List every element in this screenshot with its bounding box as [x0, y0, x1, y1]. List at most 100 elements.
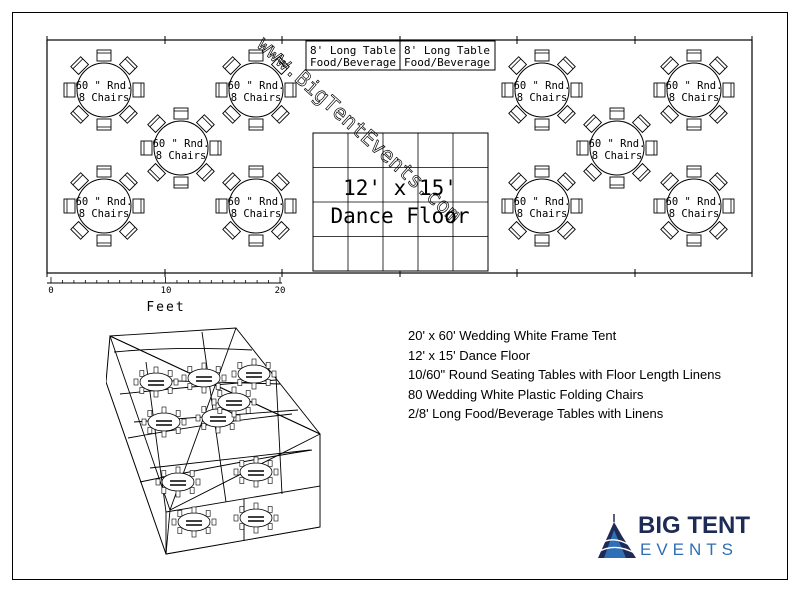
round-table: 60 " Rnd.8 Chairs [63, 165, 145, 247]
tent-3d-table [195, 402, 241, 434]
round-table-line2: 8 Chairs [517, 92, 568, 104]
chair [222, 56, 242, 76]
chair [631, 162, 651, 182]
chair [686, 234, 702, 247]
chair [660, 104, 680, 124]
chair [534, 234, 550, 247]
tent-3d-tables [133, 358, 279, 538]
round-table: 60 " Rnd.8 Chairs [576, 107, 658, 189]
chair [501, 82, 514, 98]
chair [132, 82, 145, 98]
round-table: 60 " Rnd.8 Chairs [501, 165, 583, 247]
chair [222, 220, 242, 240]
chair [576, 140, 589, 156]
round-table-line2: 8 Chairs [156, 150, 207, 162]
chair [284, 82, 297, 98]
chair [270, 56, 290, 76]
chair [63, 198, 76, 214]
chair [708, 56, 728, 76]
round-table-line1: 60 " Rnd. [76, 80, 133, 92]
tent-3d-table [233, 456, 279, 488]
round-table-line2: 8 Chairs [79, 208, 130, 220]
floor-plan: 8' Long Table Food/Beverage 8' Long Tabl… [46, 32, 753, 315]
chair [96, 234, 112, 247]
chair [556, 104, 576, 124]
chair [660, 56, 680, 76]
tent-3d-table [181, 362, 227, 394]
chair [70, 220, 90, 240]
page-frame [12, 12, 788, 580]
chair [660, 220, 680, 240]
round-table: 60 " Rnd.8 Chairs [215, 49, 297, 131]
chair [222, 172, 242, 192]
round-table: 60 " Rnd.8 Chairs [63, 49, 145, 131]
dance-floor-grid [312, 132, 489, 272]
round-table: 60 " Rnd.8 Chairs [501, 49, 583, 131]
chair [195, 114, 215, 134]
round-table-line2: 8 Chairs [231, 208, 282, 220]
chair [556, 172, 576, 192]
tent-3d-table [233, 502, 279, 534]
round-table-line2: 8 Chairs [79, 92, 130, 104]
scale-tick-20: 20 [275, 286, 286, 296]
chair [96, 49, 112, 62]
round-table-line1: 60 " Rnd. [666, 80, 723, 92]
dance-floor: 12' x 15' Dance Floor [312, 132, 489, 272]
chair [508, 220, 528, 240]
round-table-line1: 60 " Rnd. [228, 80, 285, 92]
food-table-2-line1: 8' Long Table [404, 44, 490, 57]
chair [508, 56, 528, 76]
chair [583, 114, 603, 134]
chair [653, 82, 666, 98]
round-table-line1: 60 " Rnd. [514, 196, 571, 208]
chair [270, 172, 290, 192]
chair [631, 114, 651, 134]
round-table-line1: 60 " Rnd. [666, 196, 723, 208]
chair [645, 140, 658, 156]
chair [660, 172, 680, 192]
food-table-2: 8' Long Table Food/Beverage [399, 40, 496, 71]
chair [556, 220, 576, 240]
scale-tick-0: 0 [48, 286, 53, 296]
chair [609, 176, 625, 189]
round-table-line1: 60 " Rnd. [589, 138, 646, 150]
chair [534, 165, 550, 178]
chair [508, 172, 528, 192]
dance-floor-label: Dance Floor [330, 204, 469, 228]
chair [96, 165, 112, 178]
chair [556, 56, 576, 76]
chair [147, 114, 167, 134]
chair [722, 82, 735, 98]
chair [215, 82, 228, 98]
tent-3d-table [231, 358, 277, 390]
round-table-line2: 8 Chairs [231, 92, 282, 104]
chair [284, 198, 297, 214]
spec-round-tables: 10/60" Round Seating Tables with Floor L… [408, 367, 721, 382]
chair [173, 176, 189, 189]
chair [70, 56, 90, 76]
food-table-1-line2: Food/Beverage [310, 56, 396, 69]
chair [708, 220, 728, 240]
round-table-line1: 60 " Rnd. [153, 138, 210, 150]
spec-chairs: 80 Wedding White Plastic Folding Chairs [408, 386, 644, 402]
tent-pole-marks [46, 36, 753, 277]
tent-specs: 20' x 60' Wedding White Frame Tent 12' x… [408, 326, 721, 424]
round-table: 60 " Rnd.8 Chairs [215, 165, 297, 247]
chair [209, 140, 222, 156]
round-table: 60 " Rnd.8 Chairs [653, 49, 735, 131]
chair [147, 162, 167, 182]
round-table-line2: 8 Chairs [669, 92, 720, 104]
tent-3d-table [141, 406, 187, 438]
chair [583, 162, 603, 182]
logo-line2: EVENTS [640, 540, 739, 559]
chair [501, 198, 514, 214]
tent-logo-icon [597, 514, 637, 558]
spec-tent: 20' x 60' Wedding White Frame Tent [408, 328, 617, 343]
round-table-line1: 60 " Rnd. [228, 196, 285, 208]
food-table-1: 8' Long Table Food/Beverage [305, 40, 401, 71]
round-table: 60 " Rnd.8 Chairs [653, 165, 735, 247]
scale-unit: Feet [146, 300, 185, 315]
tent-3d-table [171, 506, 217, 538]
chair [653, 198, 666, 214]
dance-floor-size: 12' x 15' [343, 176, 457, 200]
